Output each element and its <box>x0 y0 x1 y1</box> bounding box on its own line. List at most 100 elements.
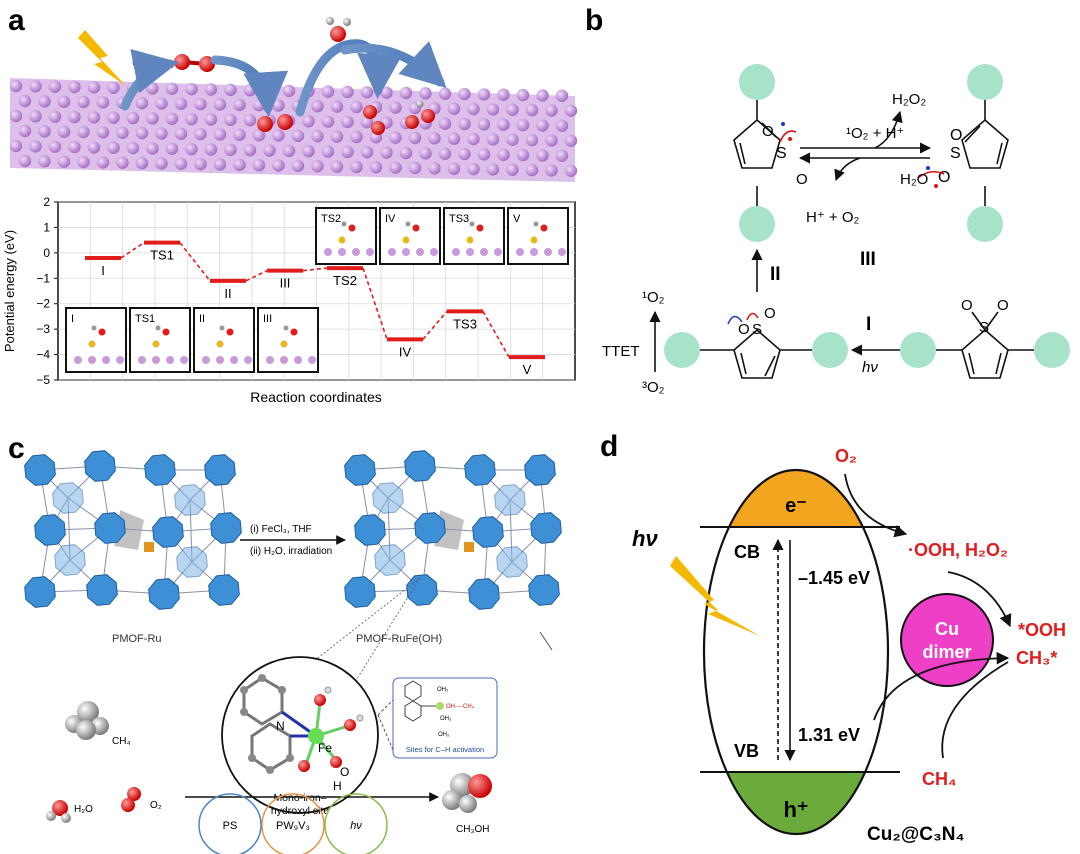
substituent-node <box>664 332 700 368</box>
surface-atom <box>480 248 488 256</box>
zr-cluster-icon <box>374 544 406 576</box>
surface-atom <box>486 103 500 116</box>
surface-atom <box>330 130 344 143</box>
surface-atom <box>350 160 363 174</box>
surface-atom <box>338 248 346 256</box>
adsorbate-atom <box>216 340 224 348</box>
surface-atom <box>9 139 23 153</box>
surface-atom <box>369 161 383 174</box>
surface-atom <box>138 356 146 364</box>
surface-atom <box>564 104 578 118</box>
surface-atom <box>18 94 32 108</box>
zr-cluster-icon <box>344 454 376 486</box>
surface-atom <box>48 80 62 93</box>
adsorbate-atom <box>91 325 97 331</box>
zoom-guide <box>377 714 394 751</box>
surface-atom <box>497 118 510 131</box>
surface-atom <box>29 110 42 123</box>
surface-atom <box>202 356 210 364</box>
surface-atom <box>516 148 530 162</box>
hv-label: hν <box>862 359 878 376</box>
surface-atom <box>9 79 23 93</box>
surface-atom <box>48 110 62 123</box>
energy-connector <box>482 310 510 358</box>
surface-atom <box>224 143 237 157</box>
surface-atom <box>194 157 207 171</box>
surface-atom <box>564 134 578 147</box>
vb-label: VB <box>734 741 759 761</box>
surface-atom <box>185 142 198 156</box>
cb-potential-label: –1.45 eV <box>798 568 870 588</box>
semiconductor-oval <box>702 468 890 836</box>
methanol-label: CH₃OH <box>456 824 490 835</box>
surface-atom <box>302 145 315 158</box>
panel-a-label: a <box>8 4 25 37</box>
o2-molecule-icon <box>174 54 215 72</box>
oxygen-atom-label: O <box>997 297 1009 314</box>
surface-atom <box>233 128 246 142</box>
zoom-guide <box>304 577 421 669</box>
surface-atom <box>155 97 168 110</box>
oxygen-atom-label: O <box>938 169 950 186</box>
zr-cluster-icon <box>52 482 84 514</box>
surface-atom <box>545 164 558 177</box>
zr-cluster-icon <box>208 574 240 606</box>
cu-dimer-site <box>900 593 994 687</box>
thiophene-upper-right <box>961 64 1009 242</box>
sulfur-atom-label: S <box>776 145 787 162</box>
zr-cluster-icon <box>34 514 66 546</box>
site-label-line-1: Mono-iron– <box>273 792 326 804</box>
surface-atom <box>272 129 285 142</box>
surface-atom <box>447 162 461 175</box>
water-label: H₂O <box>74 804 93 815</box>
ps-cycle <box>198 793 262 854</box>
zr-cluster-icon <box>354 514 386 546</box>
zr-cluster-icon <box>372 482 404 514</box>
surface-atom <box>266 356 274 364</box>
surface-atom <box>233 158 246 172</box>
surface-atom <box>388 248 396 256</box>
surface-atom <box>216 356 224 364</box>
surface-atom <box>555 89 569 103</box>
substituent-node <box>1034 332 1070 368</box>
surface-atom <box>77 125 90 139</box>
iron-site-zoom <box>221 656 379 814</box>
substituent-node <box>739 206 775 242</box>
water-molecule-icon <box>46 800 71 823</box>
surface-atom <box>447 102 461 115</box>
electron-label: e⁻ <box>785 495 807 517</box>
condition-2-label: (ii) H₂O, irradiation <box>250 546 332 557</box>
adsorbate-atom <box>533 221 539 227</box>
zr-cluster-icon <box>414 512 446 544</box>
surface-atom <box>350 100 363 114</box>
oxygen-label: O₂ <box>150 800 162 811</box>
electron-label: e⁻ <box>132 52 150 71</box>
adsorbate-atom <box>405 221 411 227</box>
surface-atom <box>263 144 276 157</box>
y-tick-label: 2 <box>43 195 50 209</box>
surface-atom <box>428 162 441 175</box>
zr-cluster-icon <box>54 544 86 576</box>
inset-label: TS1 <box>135 313 155 325</box>
aqua-ligand-label: OH₂ <box>437 687 449 693</box>
surface-atom <box>68 80 81 94</box>
h2o2-release-arrow <box>874 110 903 149</box>
adsorbate-atom <box>88 340 96 348</box>
ru-center-icon <box>464 542 474 552</box>
adsorbate-atom <box>540 224 548 232</box>
surface-atom <box>116 156 129 169</box>
surface-atom <box>438 117 452 130</box>
oxygen-atom-label: O <box>340 765 349 779</box>
surface-atom <box>252 129 266 142</box>
surface-atom <box>324 248 332 256</box>
surface-atom <box>555 119 569 132</box>
surface-atom <box>116 126 129 139</box>
inset-label: II <box>199 313 205 325</box>
energy-level-label: II <box>224 286 231 301</box>
zr-cluster-icon <box>494 484 526 516</box>
energy-connector <box>120 242 145 259</box>
y-tick-label: 0 <box>43 246 50 260</box>
surface-atom <box>174 127 188 140</box>
surface-atom <box>399 146 413 160</box>
surface-atom <box>360 146 374 159</box>
